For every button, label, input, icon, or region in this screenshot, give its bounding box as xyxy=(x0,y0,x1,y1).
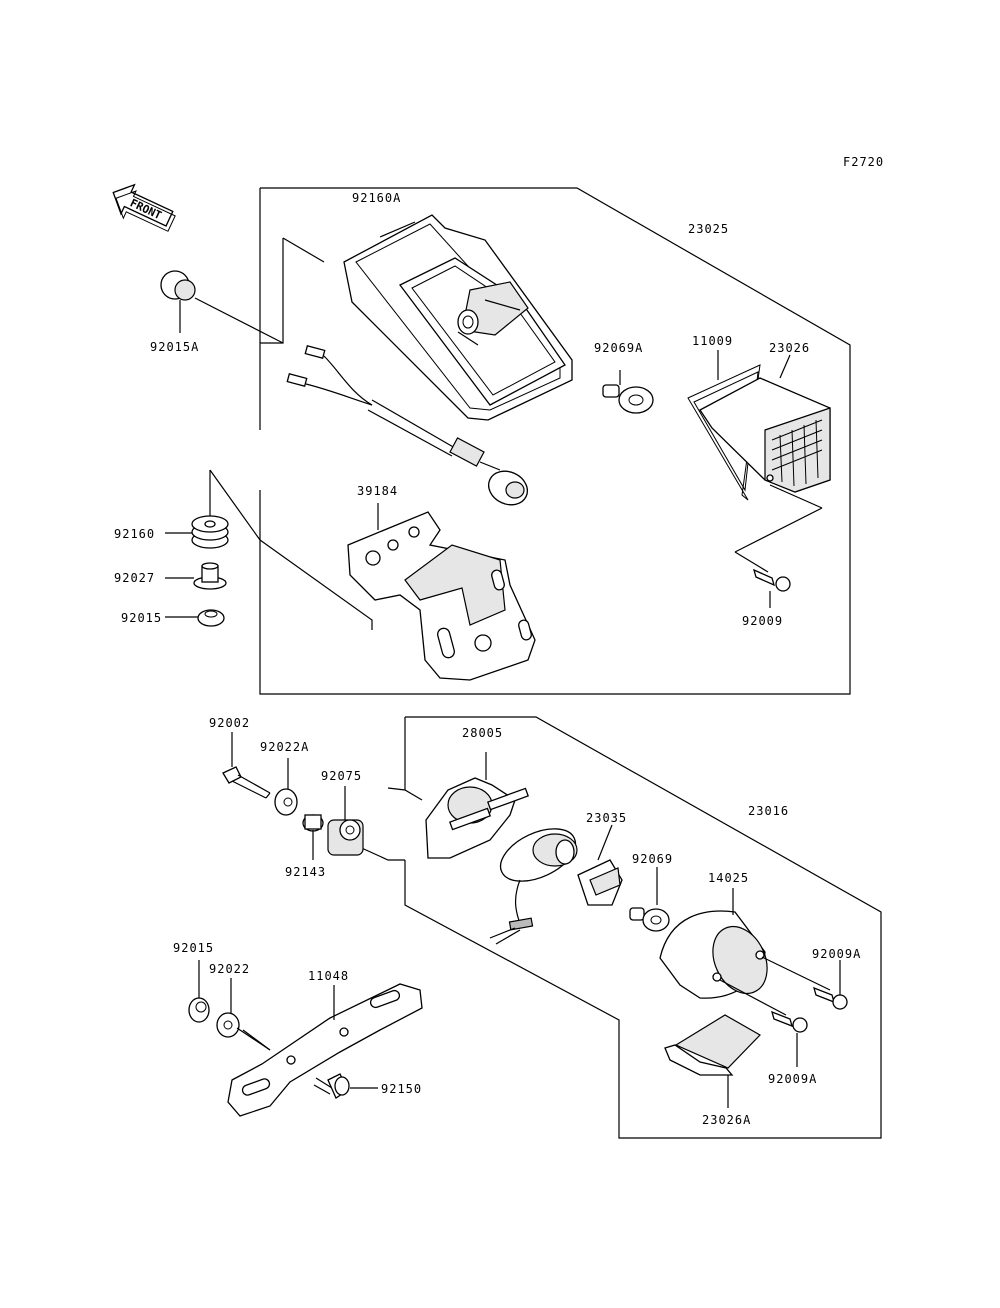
bolt-92002 xyxy=(222,732,271,799)
label-11009: 11009 xyxy=(692,334,733,348)
label-92002: 92002 xyxy=(209,716,250,730)
label-92150: 92150 xyxy=(381,1082,422,1096)
bulb-socket xyxy=(489,828,578,945)
label-92015-upper: 92015 xyxy=(121,611,162,625)
label-92069: 92069 xyxy=(632,852,673,866)
screw-92009a-lower xyxy=(771,1010,808,1067)
label-39184: 39184 xyxy=(357,484,398,498)
bolt-92150 xyxy=(313,1073,378,1099)
nut-92015-lower xyxy=(188,960,210,1023)
label-23035: 23035 xyxy=(586,811,627,825)
lens-piece xyxy=(664,1014,761,1108)
nut-92015a xyxy=(160,270,284,344)
label-92009a-upper: 92009A xyxy=(812,947,861,961)
label-28005: 28005 xyxy=(462,726,503,740)
label-92022: 92022 xyxy=(209,962,250,976)
label-92015-lower: 92015 xyxy=(173,941,214,955)
label-11048: 11048 xyxy=(308,969,349,983)
label-92027: 92027 xyxy=(114,571,155,585)
label-92160a: 92160A xyxy=(352,191,401,205)
label-23025: 23025 xyxy=(688,222,729,236)
license-bracket xyxy=(227,983,423,1117)
part-labels: 92160A 23025 92015A 92069A 11009 23026 3… xyxy=(114,191,861,1127)
figure-code: F2720 xyxy=(843,155,884,169)
screw-92009 xyxy=(752,568,791,608)
socket-clip xyxy=(577,824,623,906)
light-bracket xyxy=(347,503,536,681)
tail-light-housing xyxy=(343,214,573,421)
washer-92022 xyxy=(216,978,271,1051)
front-arrow-icon: FRONT xyxy=(112,183,176,232)
label-92075: 92075 xyxy=(321,769,362,783)
label-92143: 92143 xyxy=(285,865,326,879)
label-92009a-lower: 92009A xyxy=(768,1072,817,1086)
grommet-92075 xyxy=(327,786,364,856)
washer-92022a xyxy=(274,758,298,816)
label-92069a: 92069A xyxy=(594,341,643,355)
label-23016: 23016 xyxy=(748,804,789,818)
wiring-harness xyxy=(286,345,528,506)
collar-92027 xyxy=(165,562,227,590)
damper-92160 xyxy=(165,469,261,549)
bulb-92069a xyxy=(602,370,654,414)
label-92160: 92160 xyxy=(114,527,155,541)
license-light-assembly-box xyxy=(354,716,882,1139)
bulb-92069 xyxy=(629,867,670,932)
label-14025: 14025 xyxy=(708,871,749,885)
screw-92009a-upper xyxy=(813,960,848,1010)
collar-92143 xyxy=(302,814,324,860)
nut-92015-upper xyxy=(165,609,225,627)
lens-grid xyxy=(771,419,823,487)
label-92022a: 92022A xyxy=(260,740,309,754)
label-23026a: 23026A xyxy=(702,1113,751,1127)
light-base xyxy=(425,752,529,859)
label-23026: 23026 xyxy=(769,341,810,355)
label-92015a: 92015A xyxy=(150,340,199,354)
lamp-cover xyxy=(659,888,831,1016)
tail-light-lens xyxy=(687,350,831,573)
label-92009: 92009 xyxy=(742,614,783,628)
